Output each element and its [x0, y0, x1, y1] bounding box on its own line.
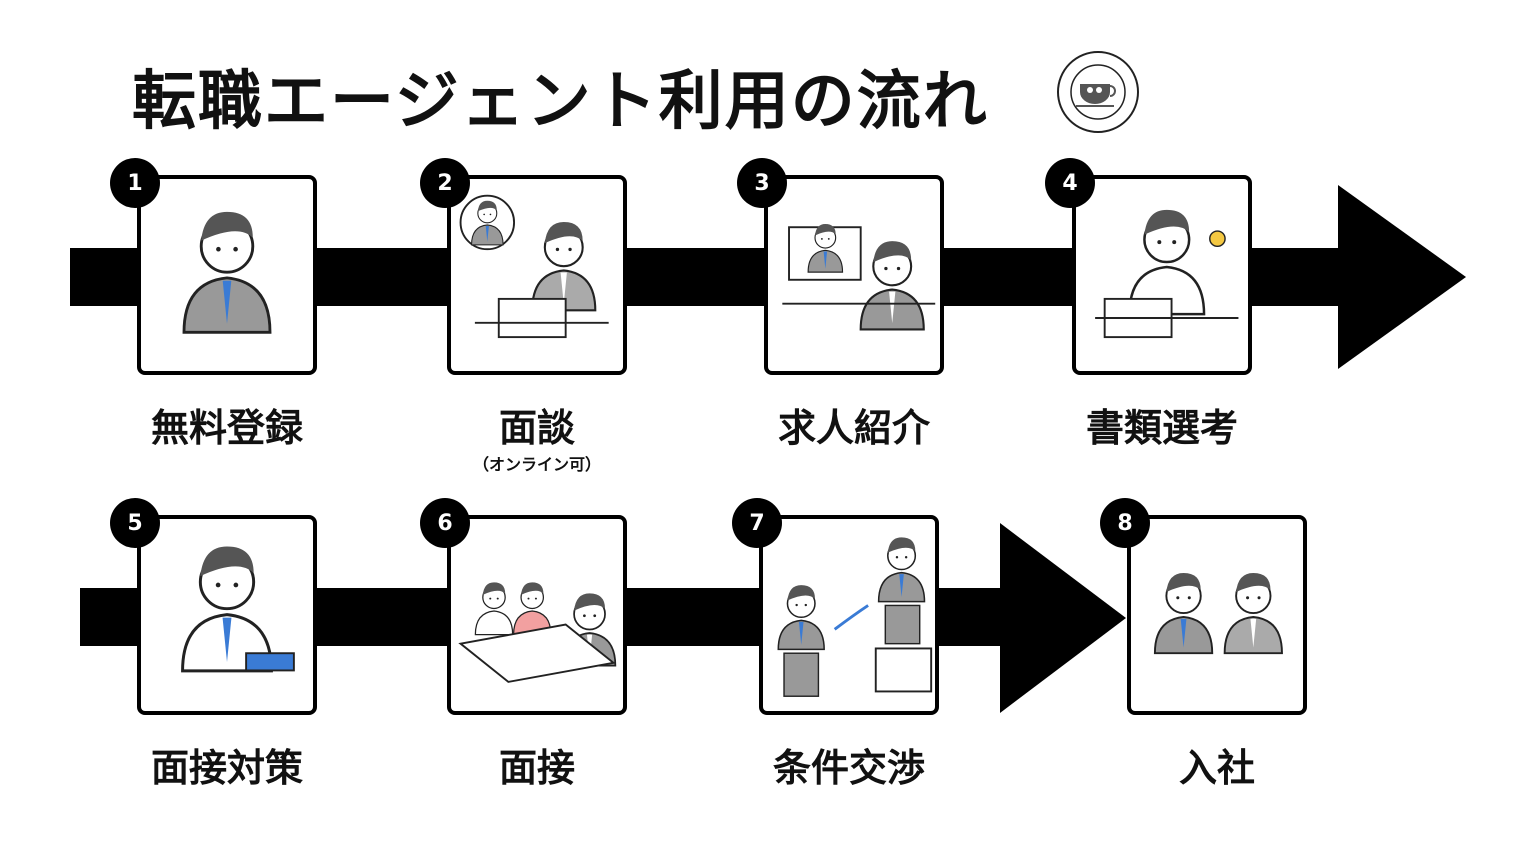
step-label: 面接	[498, 746, 575, 790]
arrowhead-row1	[1338, 185, 1466, 369]
step-number-badge: 5	[110, 498, 160, 548]
logo-coffee-icon	[1057, 51, 1139, 133]
interview-table-icon	[458, 582, 617, 683]
person-with-smartphone-icon	[182, 211, 272, 334]
step-card-4	[1072, 175, 1252, 375]
step-number-badge: 8	[1100, 498, 1150, 548]
online-meeting-icon	[459, 194, 609, 339]
step-number-badge: 7	[732, 498, 782, 548]
step-label: 求人紹介	[777, 406, 930, 450]
step-card-8	[1127, 515, 1307, 715]
step-label: 書類選考	[1085, 406, 1238, 450]
video-call-icon	[782, 223, 936, 331]
step-card-6	[447, 515, 627, 715]
person-at-laptop-idea-icon	[1095, 209, 1239, 339]
step-label: 条件交渉	[772, 746, 925, 790]
step-number-badge: 4	[1045, 158, 1095, 208]
step-label: 無料登録	[150, 406, 303, 450]
step-number-badge: 2	[420, 158, 470, 208]
new-employees-icon	[1153, 572, 1283, 655]
person-with-book-icon	[181, 546, 295, 673]
step-label: 面接対策	[150, 746, 303, 790]
step-label: 面談	[498, 406, 575, 450]
arrowhead-row2	[1000, 523, 1126, 713]
step-number-badge: 3	[737, 158, 787, 208]
step-card-3	[764, 175, 944, 375]
step-up-icon	[777, 537, 933, 697]
step-note: （オンライン可）	[472, 455, 601, 474]
step-label: 入社	[1178, 746, 1255, 790]
step-number-badge: 6	[420, 498, 470, 548]
step-card-7	[759, 515, 939, 715]
step-card-1	[137, 175, 317, 375]
step-card-2	[447, 175, 627, 375]
page-title: 転職エージェント利用の流れ	[132, 65, 989, 139]
step-number-badge: 1	[110, 158, 160, 208]
step-card-5	[137, 515, 317, 715]
